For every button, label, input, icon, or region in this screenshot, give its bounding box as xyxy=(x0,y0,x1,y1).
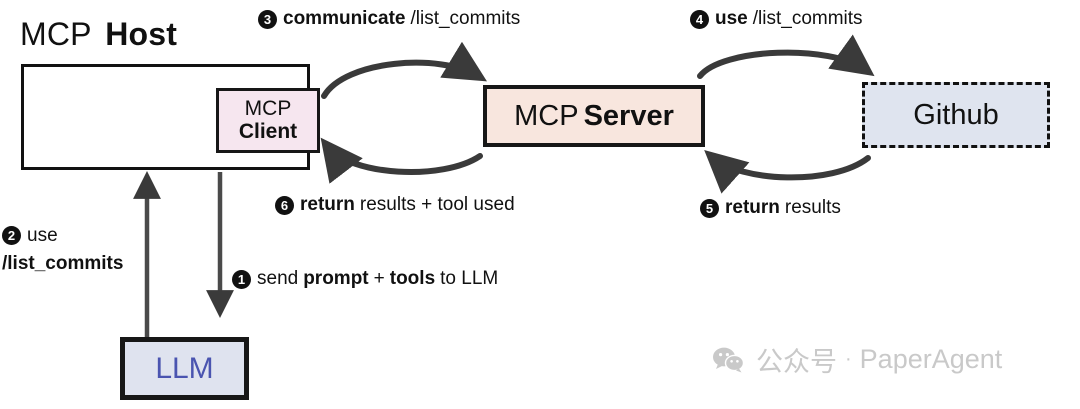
step-1-bold-tools: tools xyxy=(389,268,436,289)
step-3-bold: communicate xyxy=(283,8,406,29)
step-6-rest: results + tool used xyxy=(359,194,515,215)
watermark-name: PaperAgent xyxy=(859,344,1003,374)
arrow-step5-github-to-server xyxy=(704,150,871,194)
step-4-bold: use xyxy=(715,8,748,29)
host-title-bold: Host xyxy=(105,16,178,52)
step-4-label: 4 use/list_commits xyxy=(690,8,863,30)
mcp-client-label-line2: Client xyxy=(238,119,298,143)
llm-label: LLM xyxy=(155,351,214,385)
step-1-number: 1 xyxy=(232,269,251,289)
watermark-account: 公众号 xyxy=(756,347,837,377)
github-box[interactable]: Github xyxy=(862,82,1050,148)
step-6-bold: return xyxy=(300,194,355,215)
watermark: 公众号 · PaperAgent xyxy=(712,340,1002,379)
step-2-number: 2 xyxy=(2,226,21,246)
step-3-label: 3 communicate/list_commits xyxy=(258,8,520,30)
step-4-rest: /list_commits xyxy=(752,8,863,29)
step-1-pre: send xyxy=(257,268,299,289)
step-3-rest: /list_commits xyxy=(410,8,521,29)
llm-box[interactable]: LLM xyxy=(120,337,249,400)
step-2-line1-text: use xyxy=(27,225,58,246)
step-5-rest: results xyxy=(784,197,841,218)
mcp-server-label-bold: Server xyxy=(583,99,674,132)
mcp-client-label-line1: MCP xyxy=(244,97,292,121)
arrow-step6-server-to-client xyxy=(320,137,483,184)
step-2-line1: 2 use xyxy=(2,222,123,250)
step-2-line2: /list_commits xyxy=(2,252,124,274)
step-1-post: to LLM xyxy=(440,268,499,289)
mcp-host-title: MCP Host xyxy=(20,16,177,53)
host-title-regular: MCP xyxy=(20,16,92,52)
step-4-number: 4 xyxy=(690,9,709,29)
step-5-bold: return xyxy=(725,197,780,218)
mcp-server-label-regular: MCP xyxy=(514,99,579,132)
step-3-number: 3 xyxy=(258,9,277,29)
watermark-separator: · xyxy=(845,348,852,370)
arrow-step4-server-to-github xyxy=(697,34,875,79)
mcp-client-box[interactable]: MCP Client xyxy=(216,88,320,153)
step-1-plus: + xyxy=(373,268,385,289)
github-label: Github xyxy=(913,98,999,131)
arrow-step3-client-to-server xyxy=(321,41,487,99)
step-6-number: 6 xyxy=(275,195,294,215)
step-1-bold-prompt: prompt xyxy=(303,268,369,289)
step-2-label: 2 use /list_commits xyxy=(2,222,123,277)
wechat-icon xyxy=(712,346,746,374)
step-5-number: 5 xyxy=(700,198,719,218)
